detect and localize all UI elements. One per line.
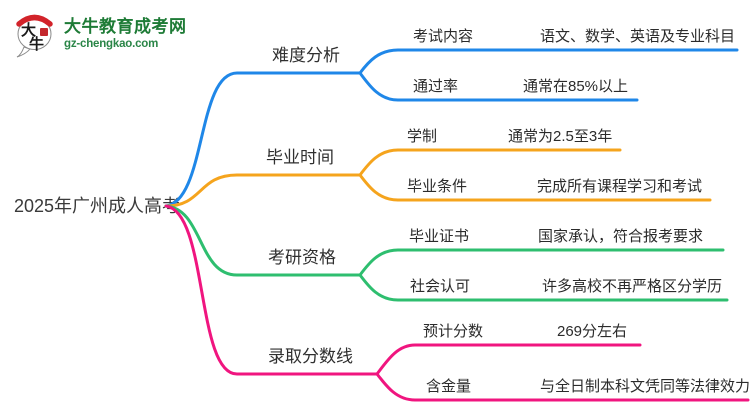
logo-char: 牛: [29, 35, 44, 53]
seal-icon: [40, 28, 48, 36]
child-connector: [375, 372, 750, 402]
bubble-tail: [16, 46, 31, 58]
leaf-node: 通常在85%以上: [523, 78, 628, 95]
branch-difficulty: 难度分析 考试内容 语文、数学、英语及专业科目 通过率 通常在85%以上: [164, 27, 739, 208]
logo-domain: gz-chengkao.com: [64, 37, 159, 50]
child-connector: [358, 148, 622, 177]
child-node: 毕业条件: [407, 178, 467, 195]
child-connector: [358, 248, 725, 277]
branch-node: 考研资格: [268, 248, 336, 267]
child-node: 考试内容: [413, 28, 473, 45]
child-connector: [358, 71, 639, 102]
leaf-node: 通常为2.5至3年: [508, 128, 612, 145]
branch-connector: [164, 204, 362, 277]
child-connector: [358, 48, 739, 75]
leaf-node: 语文、数学、英语及专业科目: [540, 27, 735, 45]
root-node: 2025年广州成人高考: [14, 196, 180, 216]
branch-graduation-time: 毕业时间 学制 通常为2.5至3年 毕业条件 完成所有课程学习和考试: [164, 128, 712, 208]
child-connector: [358, 273, 729, 302]
branch-postgrad-qualification: 考研资格 毕业证书 国家承认，符合报考要求 社会认可 许多高校不再严格区分学历: [164, 204, 729, 302]
branch-node: 难度分析: [272, 46, 340, 65]
child-connector: [358, 173, 712, 202]
branch-node: 录取分数线: [268, 347, 353, 366]
leaf-node: 许多高校不再严格区分学历: [542, 278, 722, 295]
child-node: 含金量: [426, 378, 471, 395]
child-node: 毕业证书: [409, 228, 469, 245]
child-node: 通过率: [413, 78, 458, 95]
child-connector: [375, 343, 642, 376]
branch-node: 毕业时间: [266, 148, 334, 167]
branch-connector: [164, 71, 362, 208]
child-node: 学制: [407, 128, 437, 145]
branch-admission-score: 录取分数线 预计分数 269分左右 含金量 与全日制本科文凭同等法律效力: [164, 204, 750, 402]
leaf-node: 与全日制本科文凭同等法律效力: [540, 377, 750, 395]
logo-title: 大牛教育成考网: [64, 17, 187, 37]
branch-connector: [164, 204, 379, 376]
child-node: 社会认可: [410, 278, 470, 295]
red-arc: [16, 14, 53, 27]
site-logo: 大 牛 大牛教育成考网 gz-chengkao.com: [12, 9, 187, 59]
logo-texts: 大牛教育成考网 gz-chengkao.com: [64, 17, 187, 50]
leaf-node: 269分左右: [557, 323, 627, 340]
branch-connector: [164, 173, 362, 208]
child-node: 预计分数: [423, 323, 483, 340]
logo-bubble-icon: 大 牛: [16, 14, 53, 58]
leaf-node: 完成所有课程学习和考试: [537, 178, 702, 195]
leaf-node: 国家承认，符合报考要求: [538, 228, 703, 245]
logo-char: 大: [21, 21, 36, 39]
